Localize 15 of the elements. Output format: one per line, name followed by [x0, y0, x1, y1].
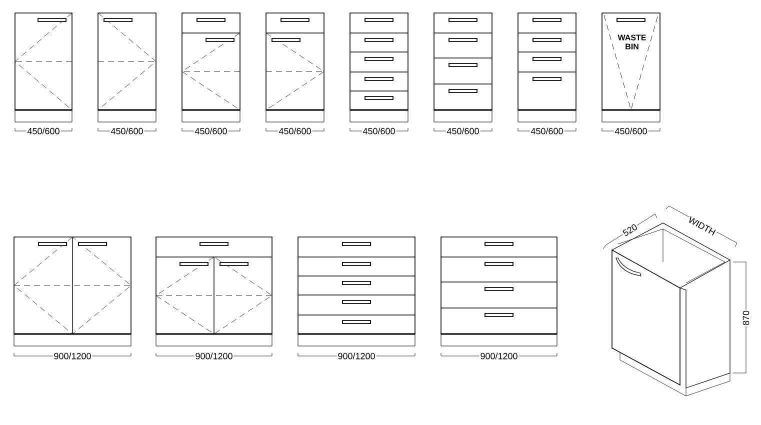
dimension-label: 450/600	[26, 126, 61, 136]
dimension-label: 450/600	[110, 126, 144, 136]
dimension-label: 900/1200	[52, 352, 92, 360]
dimension-label: 520	[620, 222, 640, 238]
dimension-label: 900/1200	[336, 352, 376, 360]
dimension-label: 450/600	[278, 126, 312, 136]
dimension-label: 870	[742, 309, 750, 326]
dimension-label: 450/600	[530, 126, 564, 136]
bin-label: WASTE BIN	[618, 34, 646, 50]
dimension-label: 450/600	[446, 126, 480, 136]
dimension-label: 450/600	[362, 126, 396, 136]
dimension-label: 450/600	[614, 126, 648, 136]
dimension-label: 900/1200	[194, 352, 234, 360]
dimension-label: 450/600	[194, 126, 228, 136]
dimension-label: 900/1200	[479, 352, 519, 360]
